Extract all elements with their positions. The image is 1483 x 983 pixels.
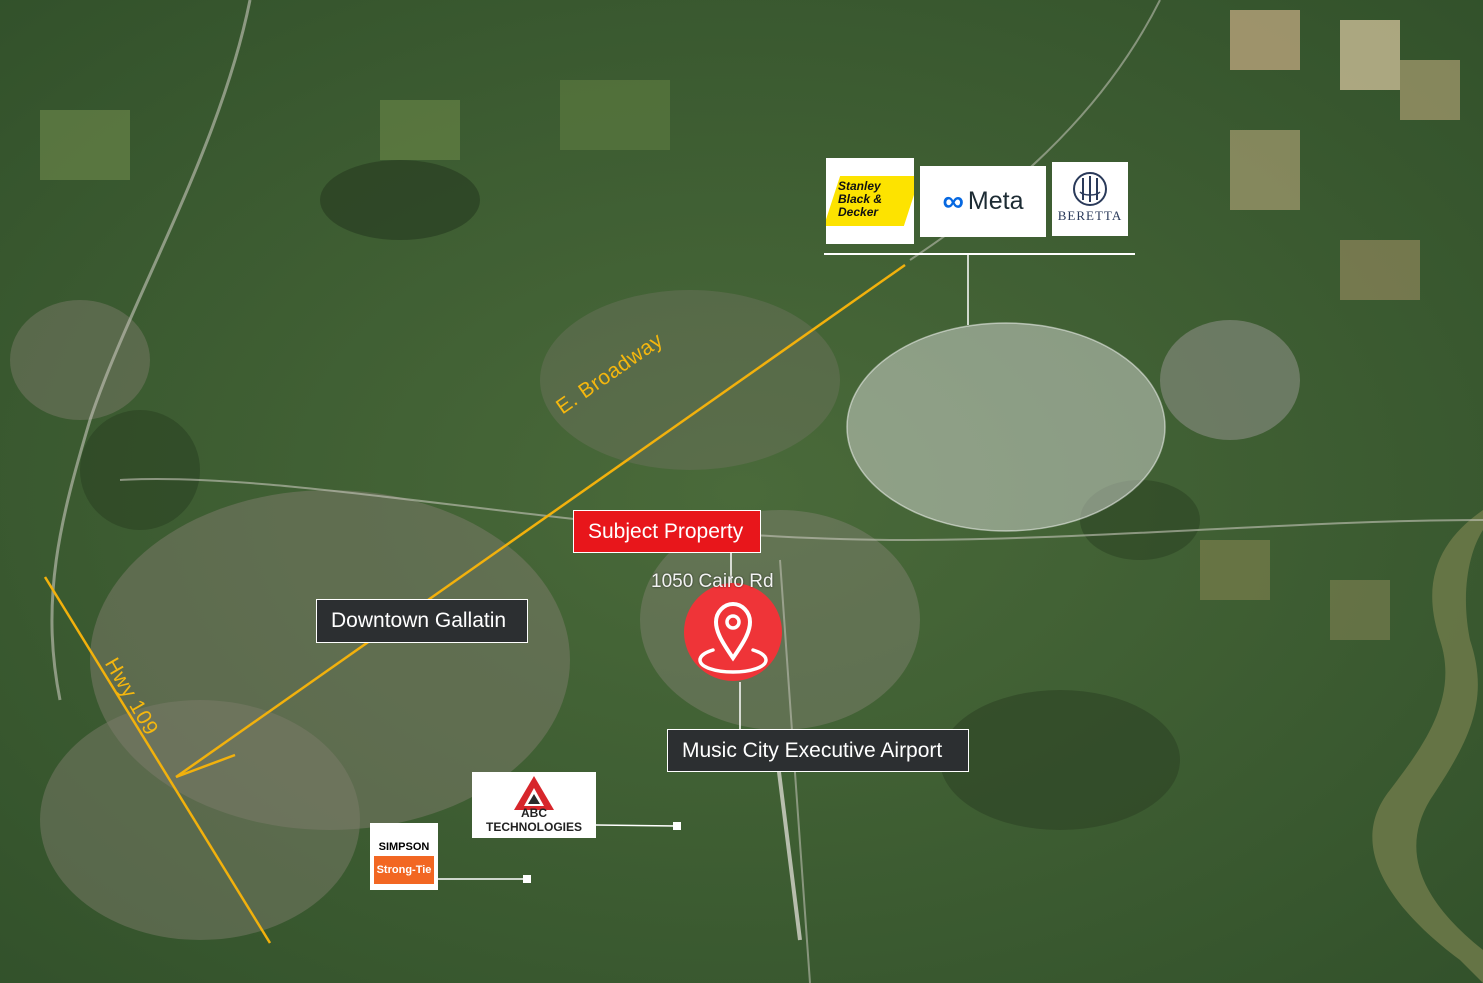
beretta-logo-text: BERETTA — [1057, 208, 1123, 223]
meta-infinity-icon: ∞ — [942, 184, 964, 218]
meta-logo: ∞ Meta — [920, 166, 1046, 237]
abc-triangle-icon — [514, 776, 554, 810]
subject-property-callout[interactable]: Subject Property — [573, 510, 761, 553]
location-pin-icon[interactable] — [684, 583, 782, 681]
strong-tie-text: Strong-Tie — [374, 856, 434, 884]
stanley-line-3: Decker — [838, 205, 879, 219]
beretta-logo: BERETTA — [1052, 162, 1128, 236]
music-city-executive-airport-callout[interactable]: Music City Executive Airport — [667, 729, 969, 772]
simpson-text: SIMPSON — [374, 839, 434, 855]
industrial-park-highlight — [846, 322, 1166, 532]
address-label: 1050 Cairo Rd — [651, 571, 774, 592]
abc-technologies-text: ABC TECHNOLOGIES — [485, 806, 582, 834]
hwy-109-road — [43, 576, 272, 944]
abc-technologies-logo: ABC TECHNOLOGIES — [472, 772, 596, 838]
beretta-crest-icon — [1073, 172, 1107, 206]
stanley-line-1: Stanley — [838, 179, 881, 193]
meta-logo-text: Meta — [967, 187, 1024, 215]
stanley-line-2: Black & — [838, 192, 883, 206]
stanley-black-decker-logo: Stanley Black & Decker — [826, 158, 914, 244]
e-broadway-road — [175, 263, 906, 779]
simpson-strong-tie-logo: SIMPSON Strong-Tie — [370, 823, 438, 890]
downtown-gallatin-callout[interactable]: Downtown Gallatin — [316, 599, 528, 643]
stanley-logo-text: Stanley Black & Decker — [838, 180, 882, 219]
